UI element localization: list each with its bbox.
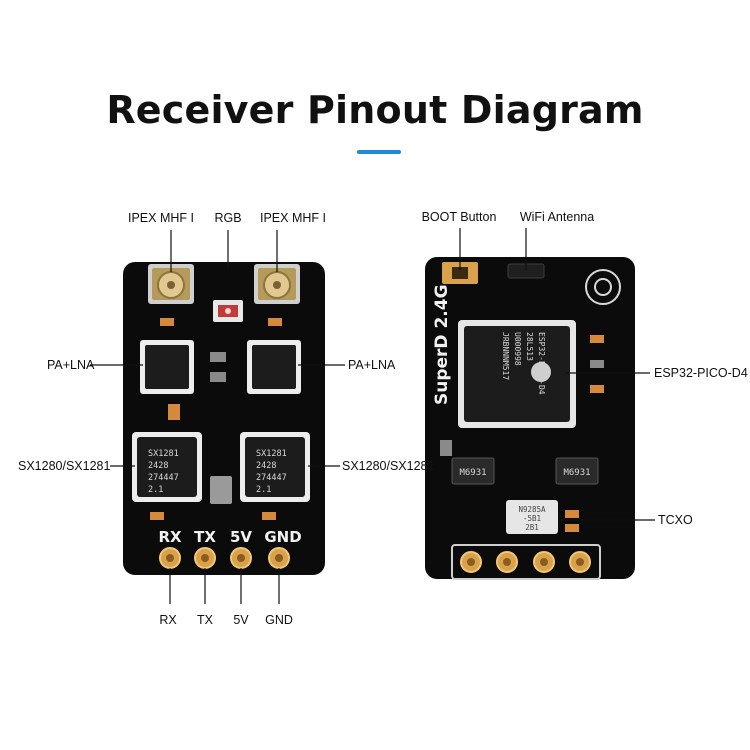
- mosfet-right: M6931: [555, 457, 599, 485]
- chip-marking: SX1281: [256, 449, 287, 459]
- resistor: [150, 512, 164, 520]
- label-pin-rx: RX: [159, 613, 177, 627]
- label-pa-lna-left: PA+LNA: [47, 358, 95, 372]
- capacitor: [590, 360, 604, 368]
- chip-marking: 28L513: [525, 332, 534, 361]
- left-receiver-board: SX1281 2428 274447 2.1 SX1281 2428 27444…: [123, 262, 325, 575]
- rgb-led: [213, 300, 243, 322]
- capacitor: [440, 440, 452, 456]
- solder-pads: [159, 547, 290, 569]
- chip-marking: U000998: [513, 332, 522, 366]
- chip-marking: SX1281: [148, 449, 179, 459]
- chip-marking: M6931: [459, 468, 486, 478]
- boot-button: [442, 262, 478, 284]
- resistor: [262, 512, 276, 520]
- espressif-logo-icon: [531, 362, 551, 382]
- pa-lna-chip-left: [140, 340, 194, 394]
- label-wifi-antenna: WiFi Antenna: [520, 210, 594, 224]
- capacitor: [210, 352, 226, 362]
- ipex-connector-right: [254, 264, 300, 304]
- resistor: [565, 510, 579, 518]
- label-sx-right: SX1280/SX1281: [342, 459, 434, 473]
- resistor: [590, 385, 604, 393]
- right-receiver-board: SuperD 2.4G ESP32-PICO-D4 28L513 U000998…: [425, 257, 635, 580]
- logo-icon: [585, 269, 621, 305]
- chip-marking: 2428: [256, 461, 276, 471]
- ipex-connector-left: [148, 264, 194, 304]
- chip-marking: 2.1: [148, 485, 163, 495]
- page-title: Receiver Pinout Diagram: [106, 88, 644, 132]
- resistor: [168, 404, 180, 420]
- chip-marking: -5B1: [523, 514, 541, 523]
- chip-marking: 2428: [148, 461, 168, 471]
- pa-lna-chip-right: [247, 340, 301, 394]
- resistor: [565, 524, 579, 532]
- resistor: [268, 318, 282, 326]
- sx1280-chip-left: SX1281 2428 274447 2.1: [132, 432, 202, 502]
- sx1280-chip-right: SX1281 2428 274447 2.1: [240, 432, 310, 502]
- tcxo-component: N9285A -5B1 2B1: [506, 500, 558, 534]
- chip-marking: 2B1: [525, 523, 539, 532]
- label-boot-button: BOOT Button: [422, 210, 497, 224]
- label-sx-left: SX1280/SX1281: [18, 459, 110, 473]
- mosfet-left: M6931: [451, 457, 495, 485]
- chip-marking: 2.1: [256, 485, 271, 495]
- label-tcxo: TCXO: [658, 513, 693, 527]
- silkscreen-pin-label: GND: [264, 528, 301, 546]
- label-ipex-right: IPEX MHF I: [260, 211, 326, 225]
- board-silkscreen: SuperD 2.4G: [432, 284, 452, 405]
- label-pa-lna-right: PA+LNA: [348, 358, 396, 372]
- callout-lines: [90, 228, 655, 604]
- label-pin-tx: TX: [197, 613, 214, 627]
- resistor: [160, 318, 174, 326]
- silkscreen-pin-label: RX: [158, 528, 182, 546]
- chip-marking: 274447: [148, 473, 179, 483]
- silkscreen-pin-label: 5V: [230, 528, 252, 546]
- silkscreen-pin-label: TX: [194, 528, 216, 546]
- chip-marking: 274447: [256, 473, 287, 483]
- capacitor: [210, 372, 226, 382]
- label-rgb: RGB: [214, 211, 241, 225]
- solder-pads: [460, 551, 591, 573]
- title-underline: [357, 150, 401, 154]
- chip-marking: JRBNNNM517: [501, 332, 510, 380]
- label-ipex-left: IPEX MHF I: [128, 211, 194, 225]
- label-esp32: ESP32-PICO-D4: [654, 366, 748, 380]
- resistor: [590, 335, 604, 343]
- chip-marking: N9285A: [518, 505, 546, 514]
- esp32-chip: ESP32-PICO-D4 28L513 U000998 JRBNNNM517: [458, 320, 576, 428]
- chip-marking: M6931: [563, 468, 590, 478]
- pad-strip: [451, 544, 601, 580]
- label-pin-5v: 5V: [233, 613, 249, 627]
- label-pin-gnd: GND: [265, 613, 293, 627]
- crystal: [210, 476, 232, 504]
